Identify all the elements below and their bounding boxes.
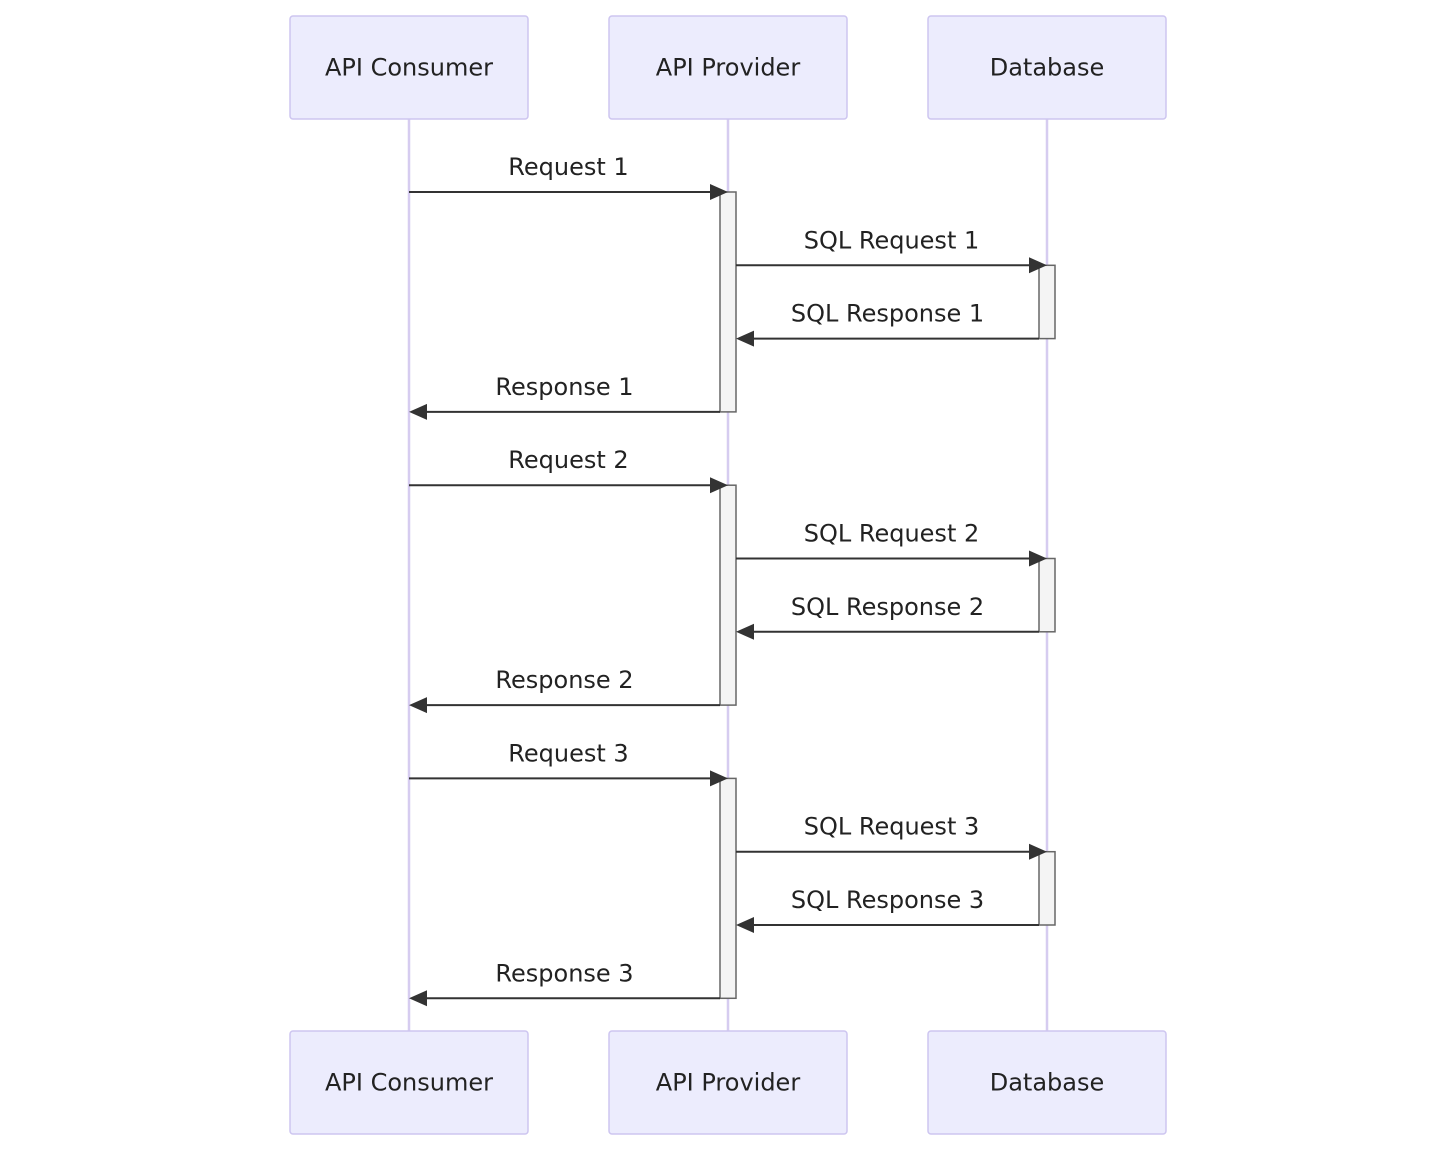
message-label: SQL Response 2 (791, 593, 984, 621)
actor-box (289, 15, 529, 120)
arrowhead-icon (710, 477, 728, 494)
actor-box (608, 15, 848, 120)
message-label: SQL Request 1 (804, 226, 980, 254)
actor-box (927, 1030, 1167, 1135)
activation-bar-provider (719, 191, 737, 413)
arrowhead-icon (409, 990, 427, 1007)
arrowhead-icon (409, 697, 427, 714)
arrowhead-icon (1029, 257, 1047, 274)
actor-bottom-consumer: API Consumer (289, 1030, 529, 1135)
arrowhead-icon (409, 403, 427, 420)
actor-label: API Provider (656, 54, 801, 82)
arrowhead-icon (710, 184, 728, 200)
actor-bottom-provider: API Provider (608, 1030, 848, 1135)
actor-box (927, 15, 1167, 120)
message-label: SQL Response 3 (791, 886, 984, 914)
activation-bar-provider (719, 484, 737, 706)
arrowhead-icon (736, 623, 754, 640)
message-label: SQL Request 3 (804, 813, 980, 841)
activation-bar-database (1038, 264, 1056, 340)
actor-label: Database (990, 54, 1105, 82)
message-sql-response-2: SQL Response 2 (736, 593, 1039, 640)
message-label: Response 3 (495, 959, 633, 987)
message-label: Request 3 (508, 739, 628, 767)
message-label: Request 1 (508, 153, 628, 181)
message-response-1: Response 1 (409, 373, 720, 420)
actor-label: API Consumer (325, 1069, 493, 1097)
actor-top-consumer: API Consumer (289, 15, 529, 120)
actor-top-database: Database (927, 15, 1167, 120)
message-label: SQL Request 2 (804, 520, 980, 548)
message-label: Response 1 (495, 373, 633, 401)
arrowhead-icon (1029, 843, 1047, 860)
message-sql-request-2: SQL Request 2 (736, 520, 1047, 567)
activation-bar-database (1038, 557, 1056, 633)
arrowhead-icon (736, 330, 754, 347)
actor-box (289, 1030, 529, 1135)
actor-top-provider: API Provider (608, 15, 848, 120)
message-sql-response-1: SQL Response 1 (736, 300, 1039, 347)
actor-label: Database (990, 1069, 1105, 1097)
message-response-3: Response 3 (409, 959, 720, 1007)
message-request-3: Request 3 (409, 739, 728, 787)
message-response-2: Response 2 (409, 666, 720, 714)
arrowhead-icon (736, 917, 754, 933)
message-sql-response-3: SQL Response 3 (736, 886, 1039, 933)
message-sql-request-1: SQL Request 1 (736, 226, 1047, 274)
actor-label: API Provider (656, 1069, 801, 1097)
arrowhead-icon (1029, 550, 1047, 567)
activation-bar-database (1038, 850, 1056, 926)
message-label: Request 2 (508, 446, 628, 474)
actor-bottom-database: Database (927, 1030, 1167, 1135)
message-request-2: Request 2 (409, 446, 728, 494)
message-label: SQL Response 1 (791, 300, 984, 328)
activation-bar-provider (719, 777, 737, 1000)
message-sql-request-3: SQL Request 3 (736, 813, 1047, 860)
actor-label: API Consumer (325, 54, 493, 82)
message-request-1: Request 1 (409, 153, 728, 200)
actor-box (608, 1030, 848, 1135)
arrowhead-icon (710, 770, 728, 787)
message-label: Response 2 (495, 666, 633, 694)
